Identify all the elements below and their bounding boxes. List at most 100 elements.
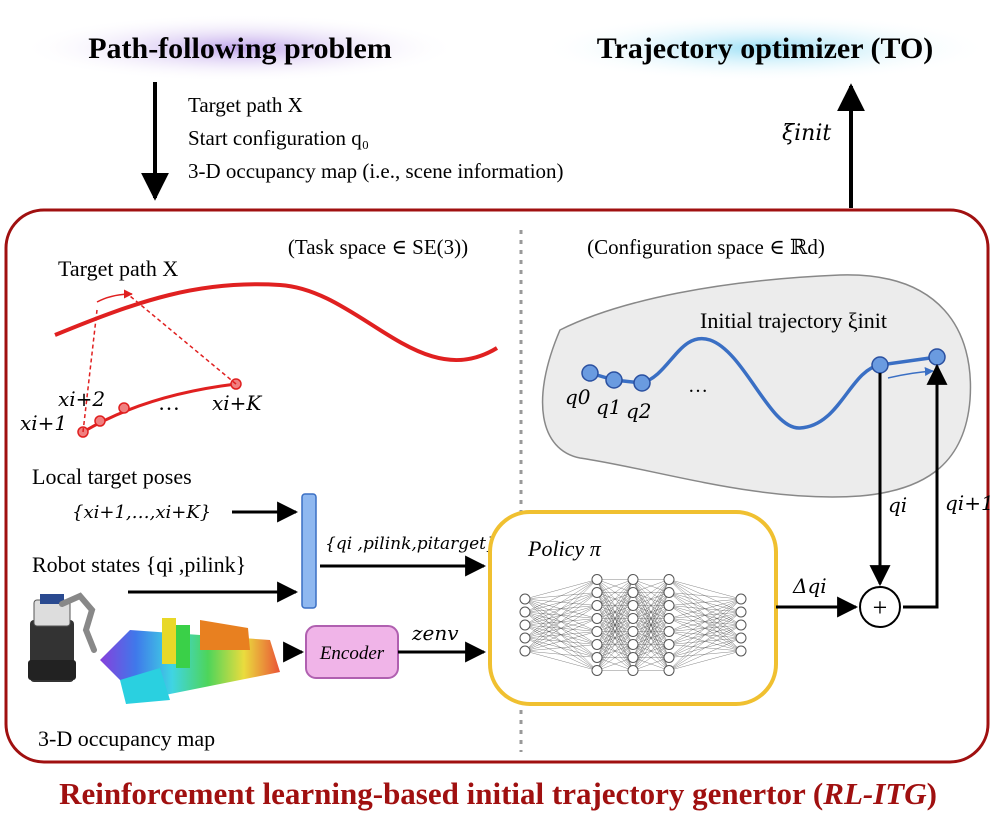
- nn-neuron: [591, 652, 603, 663]
- concat-bar: [301, 493, 317, 609]
- nn-neuron: [663, 613, 675, 624]
- nn-neuron: [591, 626, 603, 637]
- nn-edge: [524, 650, 598, 671]
- nn-edge: [596, 579, 634, 593]
- nn-neuron: [735, 632, 747, 644]
- qi-label: qi: [888, 493, 907, 517]
- nn-neuron: [519, 632, 531, 644]
- nn-neuron: [663, 574, 675, 585]
- nn-edge: [632, 579, 670, 671]
- nn-edge: [668, 579, 742, 600]
- q2-label: q2: [626, 399, 652, 423]
- footer-title-end: ): [927, 776, 937, 811]
- nn-neuron: [627, 587, 639, 598]
- nn-edge: [524, 618, 598, 652]
- policy-network-icon: [519, 574, 747, 676]
- nn-edge: [524, 605, 598, 652]
- nn-neuron: [627, 574, 639, 585]
- nn-edge: [524, 650, 598, 658]
- local-target-set: {xi+1,…,xi+K}: [72, 502, 211, 523]
- footer-title: Reinforcement learning-based initial tra…: [59, 776, 937, 811]
- trajectory-dots: …: [688, 375, 708, 397]
- nn-edge: [668, 598, 742, 606]
- q0-node: [581, 364, 599, 382]
- nn-edge: [596, 579, 634, 632]
- left-title: Path-following problem: [88, 32, 392, 65]
- nn-neuron: [591, 613, 603, 624]
- nn-edge: [668, 624, 742, 671]
- qi1-label: qi+1: [945, 491, 994, 515]
- nn-neuron: [627, 626, 639, 637]
- trajectory-curve: [589, 336, 938, 430]
- nn-edge: [596, 579, 634, 606]
- nn-edge: [524, 579, 598, 613]
- occupancy-map-image: [100, 618, 280, 704]
- nn-edge: [668, 650, 742, 671]
- nn-neuron: [519, 619, 531, 631]
- local-target-poses-label: Local target poses: [32, 464, 192, 489]
- nn-edge: [632, 579, 670, 632]
- nn-neuron: [627, 665, 639, 676]
- nn-edge: [632, 644, 670, 671]
- projection-line-2: [129, 295, 237, 385]
- nn-neuron: [663, 665, 675, 676]
- nn-neuron: [663, 626, 675, 637]
- nn-neuron: [663, 587, 675, 598]
- nn-neuron: [627, 652, 639, 663]
- nn-neuron: [735, 645, 747, 657]
- occupancy-map-label: 3-D occupancy map: [38, 726, 215, 751]
- nn-edge: [632, 605, 670, 671]
- qi-node: [871, 356, 889, 374]
- policy-label: Policy π: [527, 536, 602, 561]
- nn-edge: [668, 598, 742, 671]
- qi1-up-arrow: [903, 363, 948, 609]
- robot-states-label: Robot states {qi ,pilink}: [32, 552, 246, 577]
- nn-neuron: [591, 665, 603, 676]
- nn-edge: [524, 631, 598, 652]
- nn-edge: [596, 605, 634, 671]
- concat-output-label: {qi ,pilink,pitarget}: [325, 534, 497, 554]
- nn-edge: [668, 598, 742, 619]
- sum-symbol: +: [873, 593, 888, 622]
- right-title: Trajectory optimizer (TO): [597, 32, 934, 65]
- nn-edge: [524, 579, 598, 626]
- input-start-config: Start configuration q₀: [188, 126, 369, 150]
- nn-edge: [632, 579, 670, 645]
- nn-edge: [596, 657, 634, 671]
- nn-edge: [632, 631, 670, 671]
- nn-edge: [524, 579, 598, 652]
- qi1-node: [928, 348, 946, 366]
- delta-q-label: Δqi: [792, 574, 827, 598]
- nn-edge: [668, 598, 742, 645]
- nn-neuron: [663, 652, 675, 663]
- robot-icon: [28, 592, 97, 682]
- left-title-glow: [20, 14, 460, 82]
- nn-edge: [596, 579, 634, 645]
- nn-edge: [668, 637, 742, 671]
- nn-edge: [596, 579, 634, 619]
- target-path-label: Target path X: [58, 256, 178, 281]
- nn-edge: [632, 618, 670, 671]
- projection-line-1: [82, 309, 98, 433]
- q1-node: [605, 371, 623, 389]
- nn-neuron: [735, 619, 747, 631]
- nn-edge: [668, 592, 742, 600]
- nn-neuron: [591, 600, 603, 611]
- nn-edge: [596, 644, 634, 671]
- nn-edge: [596, 618, 634, 671]
- nn-neuron: [591, 574, 603, 585]
- nn-neuron: [519, 645, 531, 657]
- nn-edge: [668, 611, 742, 671]
- nn-neuron: [519, 593, 531, 605]
- footer-title-main: Reinforcement learning-based initial tra…: [59, 776, 823, 811]
- x-ik-label: xi+K: [212, 391, 262, 415]
- xi-init-label: ξinit: [782, 121, 831, 146]
- nn-edge: [524, 644, 598, 652]
- task-space-label: (Task space ∈ SE(3)): [288, 235, 468, 259]
- nn-edge: [524, 579, 598, 639]
- path-node-2: [94, 415, 106, 427]
- nn-neuron: [663, 600, 675, 611]
- nn-edge: [596, 579, 634, 671]
- nn-edge: [524, 579, 598, 600]
